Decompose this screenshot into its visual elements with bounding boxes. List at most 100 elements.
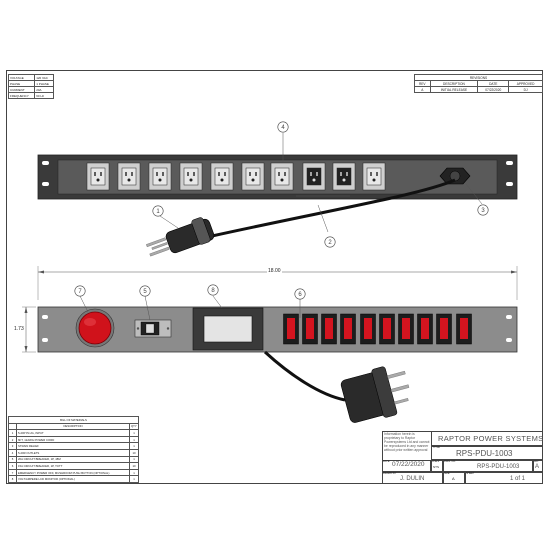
callout-bubble: 4 [277,121,289,133]
emergency-stop-button [75,308,115,348]
scale-value: NTS [433,465,439,469]
height-dimension [22,306,36,353]
company-cell [431,431,543,446]
spec-value: 60 Hz [34,92,54,99]
scale-cell [431,460,443,472]
callout-number: 4 [281,125,285,131]
callout-number: 6 [298,292,302,298]
callout-number: 7 [78,289,82,295]
bom-cell: 2 [8,435,17,444]
title-cell [431,446,543,460]
bom-cell: 10 [129,462,139,470]
scale-label: SCALE [432,461,440,463]
outlet [179,162,203,191]
callout-number: 3 [481,208,485,214]
callout-bubble: 3 [477,204,489,216]
lcd-monitor [192,307,264,351]
front-power-cord [263,350,346,402]
strain-relief [439,167,471,185]
callout-number: 5 [143,289,147,295]
title-label: TITLE [433,446,440,449]
sheet-label: SHEET [466,472,475,475]
outlet [210,162,234,191]
outlet [86,162,110,191]
bom-cell: 5-20R OUTLETS [16,448,130,457]
date-cell [382,460,431,472]
branch-breaker [283,313,299,345]
bom-cell: 20A CIRCUIT BREAKER, 1P, 48M [16,455,130,464]
bom-cell: 1 [129,429,139,437]
branch-breaker [456,313,472,345]
bom-cell: 15A CIRCUIT BREAKER, 1P, TOTT [16,462,130,470]
bom-cell: 6 [8,462,17,470]
width-dimension-label: 18.00 [267,268,282,274]
branch-breaker [398,313,414,345]
outlet [302,162,326,191]
bom-header [8,422,17,431]
callout-bubble: 1 [152,205,164,217]
dwg-label: DWG. NO. [444,460,456,463]
bom-cell: 4 [8,448,17,457]
branch-breaker [302,313,318,345]
callout-bubble: 5 [139,285,151,297]
company-name: RAPTOR POWER SYSTEMS [438,434,544,443]
branch-breaker [417,313,433,345]
bom-cell: 3 [8,442,17,450]
main-breaker [134,319,172,338]
bom-cell: EMERGENCY POWER OFF, MUSHROOM PUSH BUTTO… [16,468,130,477]
callout-number: 2 [328,240,332,246]
drawn-cell [382,472,443,484]
callout-number: 1 [156,209,160,215]
dwg-cell [443,460,533,472]
dwg-number: RPS-PDU-1003 [477,464,520,470]
callout-number: 8 [211,288,215,294]
sheet-value: 1 of 1 [510,476,526,482]
bom-cell: 1 [129,435,139,444]
proprietary-notice: Information herein is proprietary to Rap… [384,432,430,452]
size-value: A [452,476,455,481]
bom-cell: STRAIN RELIEF [16,442,130,450]
bom-cell: VOLT/AMPERE LCD MONITOR (OPTIONAL) [16,475,130,483]
front-plug [340,366,410,423]
outlet [117,162,141,191]
outlet [241,162,265,191]
callout-bubble: 8 [207,284,219,296]
drawn-by: J. DULIN [400,476,425,482]
bom-cell: 7 [8,468,17,477]
rev-value: A [535,464,540,470]
rear-panel-view [37,154,518,257]
revision-cell: 07/22/2020 [477,86,510,93]
rev-label: REV [534,461,539,463]
outlet [148,162,172,191]
callout-bubble: 6 [294,288,306,300]
branch-breaker [379,313,395,345]
bom-cell: 1 [129,475,139,483]
bom-cell: 8 [8,475,17,483]
bom-cell: 1 [129,468,139,477]
bom-cell: 1 [129,442,139,450]
bom-cell: 5-20P PLUG, INPUT [16,429,130,437]
callout-bubble: 2 [324,236,336,248]
outlet [270,162,294,191]
height-dimension-label: 1.73 [14,326,24,332]
bom-header: DESCRIPTION [16,422,130,431]
bom-cell: 6FT, 12AWG POWER CORD [16,435,130,444]
revision-cell: DJ [508,86,543,93]
front-panel-view [37,306,518,353]
sheet-cell [465,472,543,484]
branch-breaker [340,313,356,345]
drawn-label: DRAWN BY [383,472,397,475]
spec-label: FREQUENCY [7,92,36,99]
